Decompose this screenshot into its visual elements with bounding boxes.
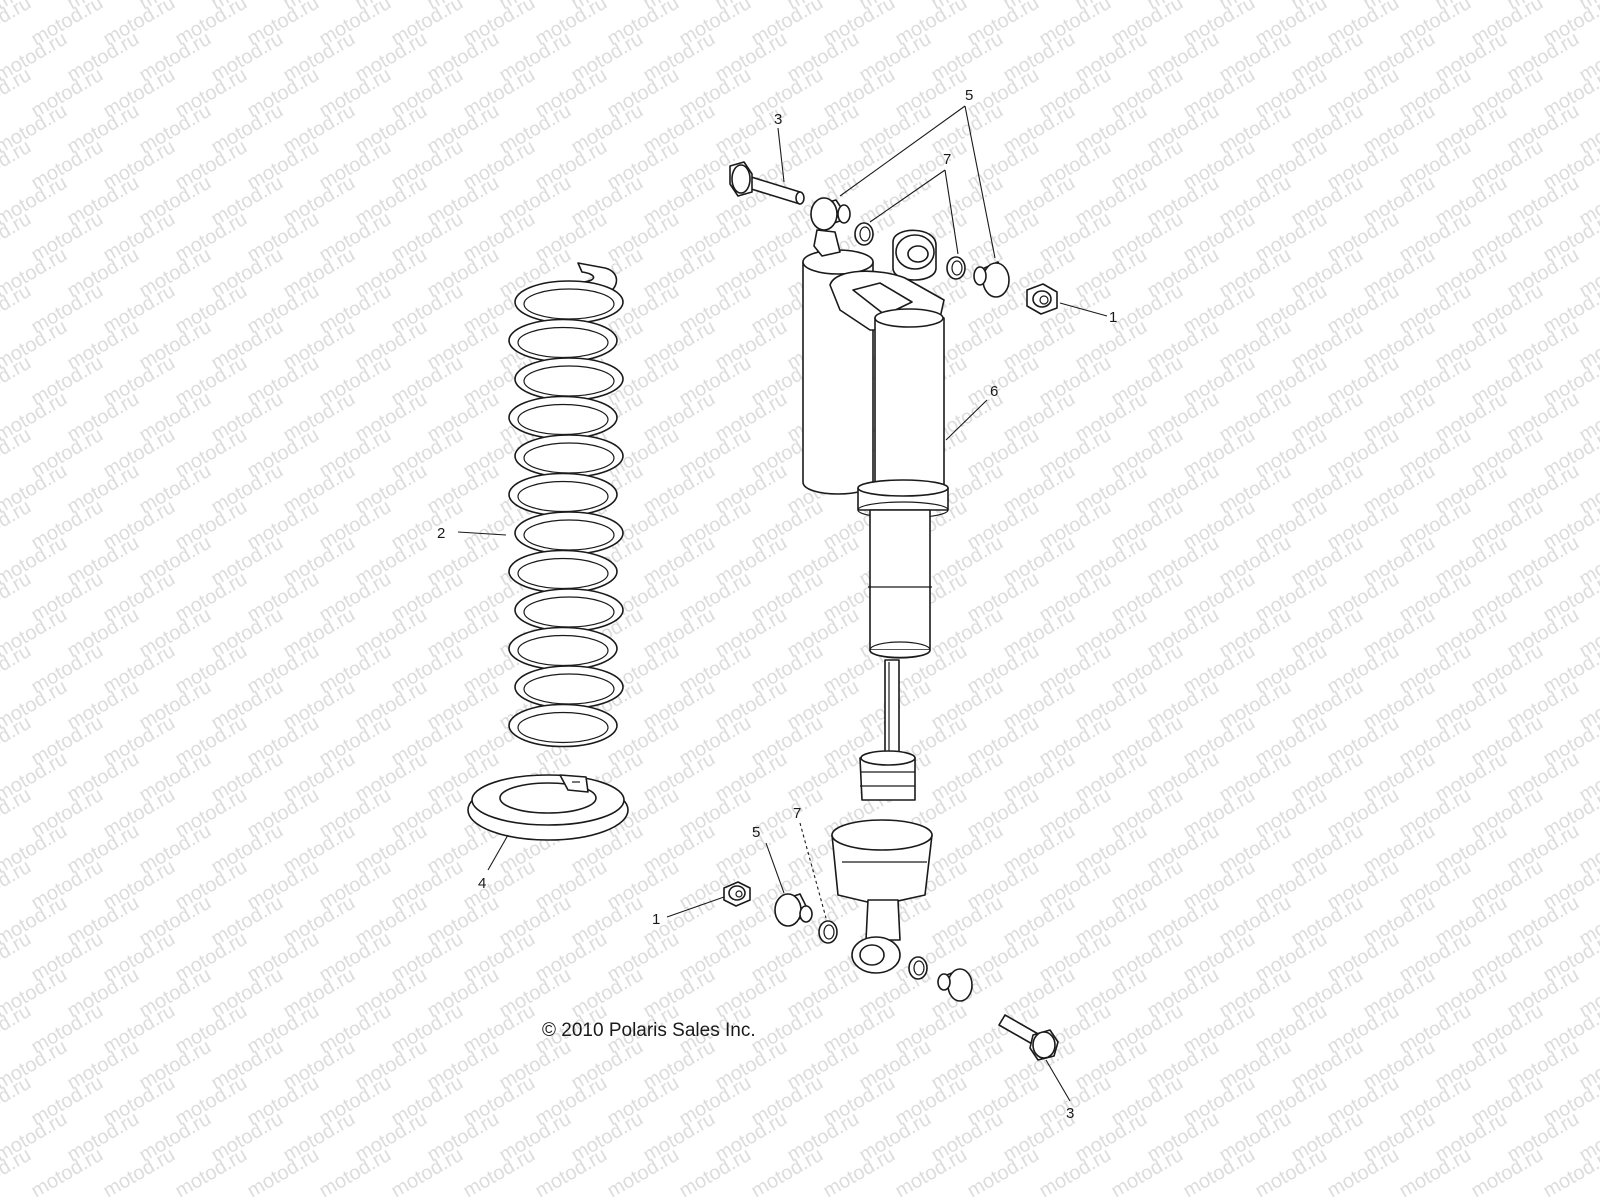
copyright-notice: © 2010 Polaris Sales Inc. [542, 1020, 756, 1041]
nut-top [1026, 283, 1058, 315]
callout-washer-top: 7 [943, 151, 951, 168]
bushing-bottom-left [774, 893, 813, 927]
spring-coil [514, 357, 624, 401]
coil-spring [508, 262, 624, 748]
spring-coil [508, 703, 618, 748]
spring-coil [508, 318, 618, 363]
callout-spring: 2 [437, 525, 445, 542]
callout-bolt-top: 3 [774, 111, 782, 128]
spring-retainer [467, 774, 629, 841]
spring-coil [508, 395, 618, 440]
callout-nut-bottom: 1 [652, 911, 660, 928]
spring-coil [514, 665, 624, 709]
spring-coil [514, 434, 624, 478]
bushing-top-left [810, 197, 851, 231]
callout-nut-top: 1 [1109, 309, 1117, 326]
spring-coil [508, 626, 618, 671]
washer-top-right [946, 256, 966, 280]
callout-spring-retainer: 4 [478, 875, 486, 892]
callout-washer-bottom: 7 [793, 805, 801, 822]
spring-coil [508, 472, 618, 517]
callout-shock: 6 [990, 383, 998, 400]
callout-bushing-bottom: 5 [752, 824, 760, 841]
watermark-text: motod.ru [0, 0, 35, 50]
spring-coil [508, 549, 618, 594]
washer-bottom-right [908, 956, 928, 980]
washer-bottom-left [818, 920, 838, 944]
spring-coil [514, 511, 624, 555]
callout-bolt-bottom: 3 [1066, 1105, 1074, 1122]
washer-top-left [854, 222, 874, 246]
spring-coil [514, 280, 624, 324]
spring-coil [514, 588, 624, 632]
nut-bottom [723, 881, 751, 907]
shock-absorber [802, 229, 949, 974]
bushing-top-right [973, 261, 1010, 298]
callout-bushing-top: 5 [965, 87, 973, 104]
